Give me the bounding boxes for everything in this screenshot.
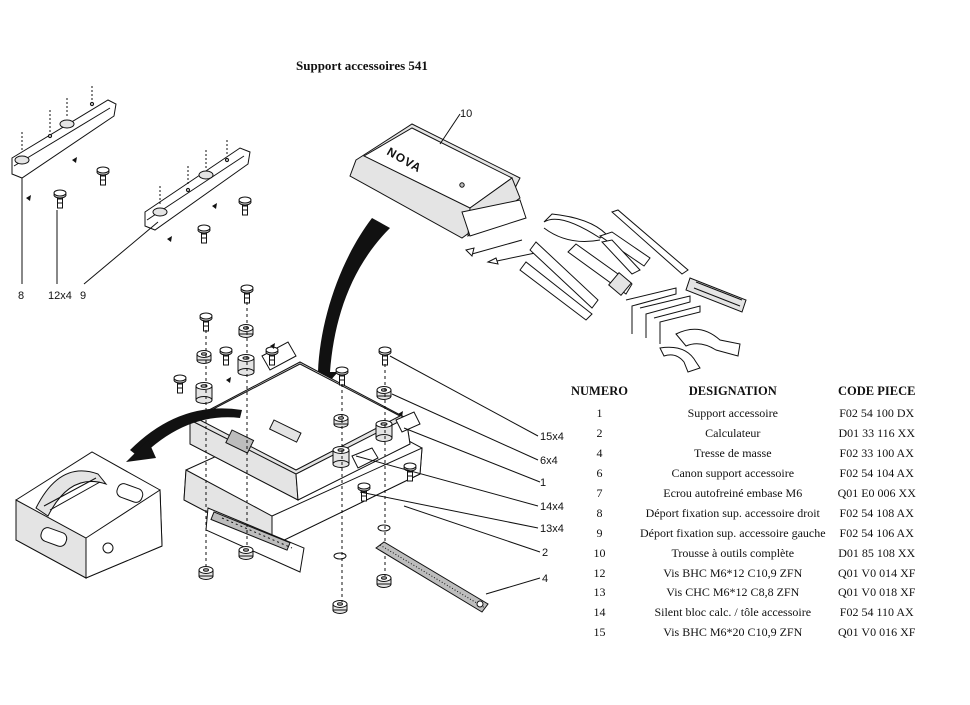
cell-designation: Tresse de masse [693,446,772,461]
table-row: 8 Déport fixation sup. accessoire droit F0… [565,503,922,523]
table-row: 12 Vis BHC M6*12 C10,9 ZFN Q01 V0 014 XF [565,563,922,583]
table-row: 14 Silent bloc calc. / tôle accessoire F02… [565,603,922,623]
callout-14: 14x4 [540,501,564,513]
cell-designation: Ecrou autofreiné embase M6 [663,486,803,500]
cell-designation: Vis BHC M6*12 C10,9 ZFN [663,565,803,580]
cell-code-piece: F02 33 100 AX [839,446,914,461]
callout-15: 15x4 [540,431,564,443]
cell-code-piece: F02 54 100 DX [839,406,915,421]
callout-2: 2 [542,547,548,559]
cell-designation: Trousse à outils complète [671,545,795,560]
cell-designation: Déport fixation sup. accessoire droit [645,505,820,520]
bracket-8-stud-1 [14,155,30,165]
cell-designation: Vis CHC M6*12 C8,8 ZFN [666,585,800,600]
cell-designation: Vis BHC M6*20 C10,9 ZFN [663,625,803,640]
cell-code-piece: F02 54 106 AX [839,525,914,540]
cell-numero: 8 [596,505,603,520]
header-code-piece: CODE PIECE [838,384,916,398]
table-row: 4 Tresse de masse F02 33 100 AX [565,444,922,464]
cell-numero: 9 [596,525,603,540]
cell-code-piece: D01 85 108 XX [838,545,916,560]
callout-8: 8 [18,290,24,302]
tool-kit-cover: NOVA [349,123,527,239]
cell-code-piece: Q01 V0 016 XF [837,625,916,640]
table-row: 1 Support accessoire F02 54 100 DX [565,404,922,424]
cell-designation: Déport fixation sup. accessoire gauche [639,525,826,540]
callout-13: 13x4 [540,523,564,535]
callout-10: 10 [460,108,472,120]
table-row: 10 Trousse à outils complète D01 85 108 XX [565,543,922,563]
cell-numero: 1 [596,406,603,421]
parts-table-body: 1 Support accessoire F02 54 100 DX 2 Calcula… [565,404,922,643]
bracket-8 [11,99,117,179]
table-row: 7 Ecrou autofreiné embase M6 Q01 E0 006 XX [565,484,922,504]
cell-code-piece: Q01 E0 006 XX [837,486,916,500]
arrow-cover-to-support [318,218,390,372]
bracket-9 [144,147,251,231]
callout-4: 4 [542,573,548,585]
table-row: 2 Calculateur D01 33 116 XX [565,424,922,444]
tool-set [465,209,747,373]
cell-numero: 12 [593,565,606,580]
parts-table: NUMERO DESIGNATION CODE PIECE 1 Support a… [565,384,922,643]
calculator-assembly [173,284,489,614]
cell-numero: 15 [593,625,606,640]
cell-numero: 2 [596,426,603,441]
callout-9: 9 [80,290,86,302]
ground-braid [375,541,489,613]
cell-numero: 7 [596,486,603,500]
cell-numero: 6 [596,466,603,481]
table-row: 15 Vis BHC M6*20 C10,9 ZFN Q01 V0 016 XF [565,623,922,643]
callout-6: 6x4 [540,455,558,467]
cell-numero: 13 [593,585,606,600]
bracket-9-group [144,140,252,244]
cell-designation: Silent bloc calc. / tôle accessoire [654,605,812,620]
cell-numero: 10 [593,545,606,560]
cell-code-piece: Q01 V0 014 XF [837,565,916,580]
cell-code-piece: F02 54 104 AX [839,466,914,481]
callout-1: 1 [540,477,546,489]
cell-code-piece: Q01 V0 018 XF [837,585,916,600]
cell-code-piece: F02 54 108 AX [839,505,914,520]
table-header-row: NUMERO DESIGNATION CODE PIECE [565,384,922,404]
cell-code-piece: D01 33 116 XX [838,426,915,441]
page-title: Support accessoires 541 [296,58,428,73]
table-row: 6 Canon support accessoire F02 54 104 AX [565,464,922,484]
cell-designation: Canon support accessoire [671,466,795,481]
calculator-connector [15,451,163,579]
table-row: 13 Vis CHC M6*12 C8,8 ZFN Q01 V0 018 XF [565,583,922,603]
bracket-8-group [11,86,117,209]
cell-numero: 14 [593,605,606,620]
cell-designation: Support accessoire [687,406,778,421]
header-designation: DESIGNATION [688,384,777,398]
table-row: 9 Déport fixation sup. accessoire gauche F… [565,523,922,543]
cell-numero: 4 [596,446,603,461]
cell-code-piece: F02 54 110 AX [839,605,914,620]
cell-designation: Calculateur [705,426,761,441]
callout-12: 12x4 [48,290,72,302]
header-numero: NUMERO [571,384,628,398]
